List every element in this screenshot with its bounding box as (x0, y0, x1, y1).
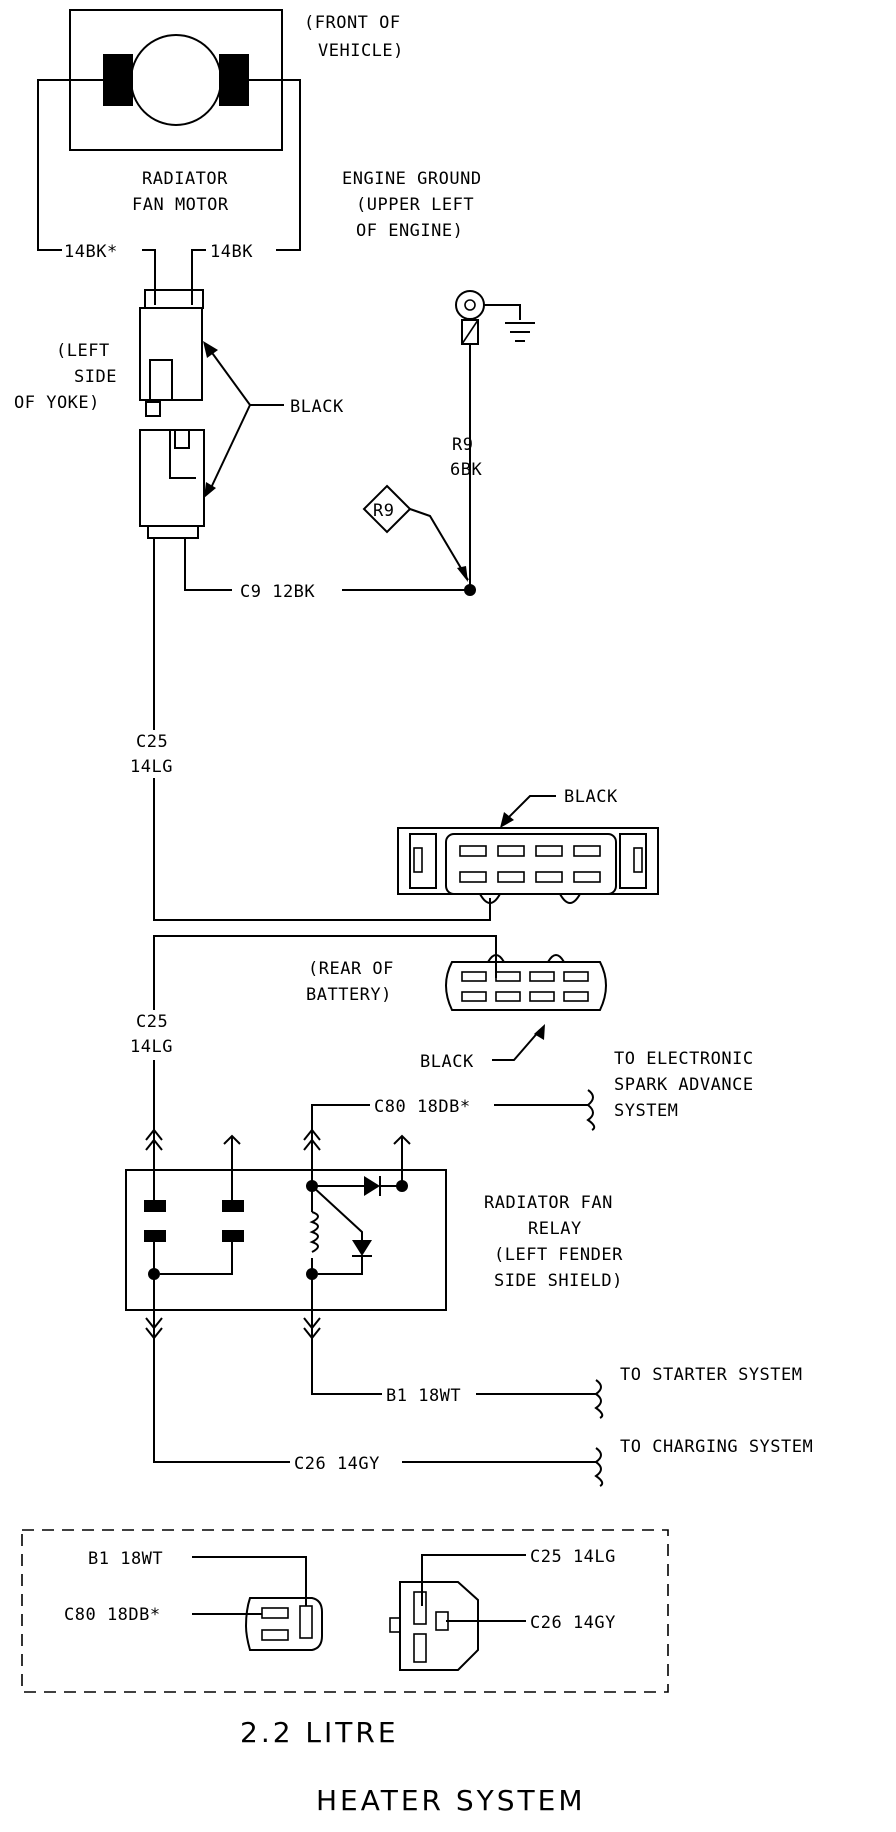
engine-ground-label-1: ENGINE GROUND (342, 169, 482, 189)
left-side-label-2: SIDE (74, 367, 117, 387)
black-pointer-3 (492, 1029, 541, 1061)
black-connector-lower (445, 954, 607, 1011)
title-line-2: HEATER SYSTEM (316, 1784, 585, 1817)
c25-label-b-1: C25 (136, 1012, 168, 1032)
inset-2-pin-connector (244, 1597, 323, 1651)
relay-label-1: RADIATOR FAN (484, 1193, 613, 1213)
inset-c25-label: C25 14LG (530, 1547, 616, 1567)
fan-motor-label-1: RADIATOR (142, 169, 228, 189)
wire-c9 (184, 538, 470, 591)
yoke-connector-lower (139, 429, 205, 539)
inset-c26-label: C26 14GY (530, 1613, 616, 1633)
front-of-vehicle-label-2: VEHICLE) (318, 41, 404, 61)
black-label-2: BLACK (564, 787, 618, 807)
rear-battery-label-1: (REAR OF (308, 959, 394, 979)
c25-label-b-2: 14LG (130, 1037, 173, 1057)
wire-label-14bk: 14BK (210, 242, 253, 262)
connector-inset (21, 1529, 669, 1693)
black-label-3: BLACK (420, 1052, 474, 1072)
rear-battery-label-2: BATTERY) (306, 985, 392, 1005)
wire-label-c9: C9 12BK (240, 582, 315, 602)
to-esa-label-2: SPARK ADVANCE (614, 1075, 754, 1095)
inset-3-pin-connector (389, 1581, 479, 1671)
to-esa-label-3: SYSTEM (614, 1101, 678, 1121)
wire-label-b1: B1 18WT (386, 1386, 461, 1406)
fan-motor-label-2: FAN MOTOR (132, 195, 229, 215)
c25-label-a-1: C25 (136, 732, 168, 752)
wire-c25-cross (153, 935, 497, 1130)
yoke-connector-upper (139, 289, 204, 417)
to-starter-label: TO STARTER SYSTEM (620, 1365, 803, 1385)
wire-label-c80: C80 18DB* (374, 1097, 471, 1117)
left-side-label-3: OF YOKE) (14, 393, 100, 413)
title-line-1: 2.2 LITRE (240, 1716, 399, 1749)
radiator-fan-motor (69, 9, 283, 151)
engine-ground-symbol (455, 290, 535, 590)
wire-label-c26: C26 14GY (294, 1454, 380, 1474)
inset-c80-label: C80 18DB* (64, 1605, 161, 1625)
r9-wire-label-2: 6BK (450, 460, 482, 480)
inset-b1-label: B1 18WT (88, 1549, 163, 1569)
relay-label-3: (LEFT FENDER (494, 1245, 623, 1265)
to-charging-label: TO CHARGING SYSTEM (620, 1437, 813, 1457)
wire-b1 (311, 1338, 596, 1395)
r9-wire-label-1: R9 (452, 435, 473, 455)
r9-splice-tag (362, 484, 469, 582)
inset-c25-wire (421, 1554, 526, 1606)
front-of-vehicle-label-1: (FRONT OF (304, 13, 401, 33)
wire-label-14bk-star: 14BK* (64, 242, 118, 262)
to-esa-label-1: TO ELECTRONIC (614, 1049, 754, 1069)
inset-b1-wire (192, 1556, 307, 1606)
engine-ground-label-2: (UPPER LEFT (356, 195, 474, 215)
wire-14bk (191, 79, 301, 305)
left-side-label-1: (LEFT (56, 341, 110, 361)
black-pointer-2 (503, 795, 556, 823)
r9-tag-label: R9 (373, 501, 394, 521)
relay-label-4: SIDE SHIELD) (494, 1271, 623, 1291)
engine-ground-label-3: OF ENGINE) (356, 221, 463, 241)
wire-14bk-star (37, 79, 156, 305)
black-connector-upper (397, 827, 659, 904)
c25-label-a-2: 14LG (130, 757, 173, 777)
wire-c25-upper (153, 538, 491, 921)
wire-c80 (311, 1104, 588, 1130)
black-pointer-1 (209, 349, 284, 491)
radiator-fan-relay (125, 1128, 447, 1340)
black-label-1: BLACK (290, 397, 344, 417)
relay-label-2: RELAY (528, 1219, 582, 1239)
wire-c26 (153, 1338, 596, 1463)
